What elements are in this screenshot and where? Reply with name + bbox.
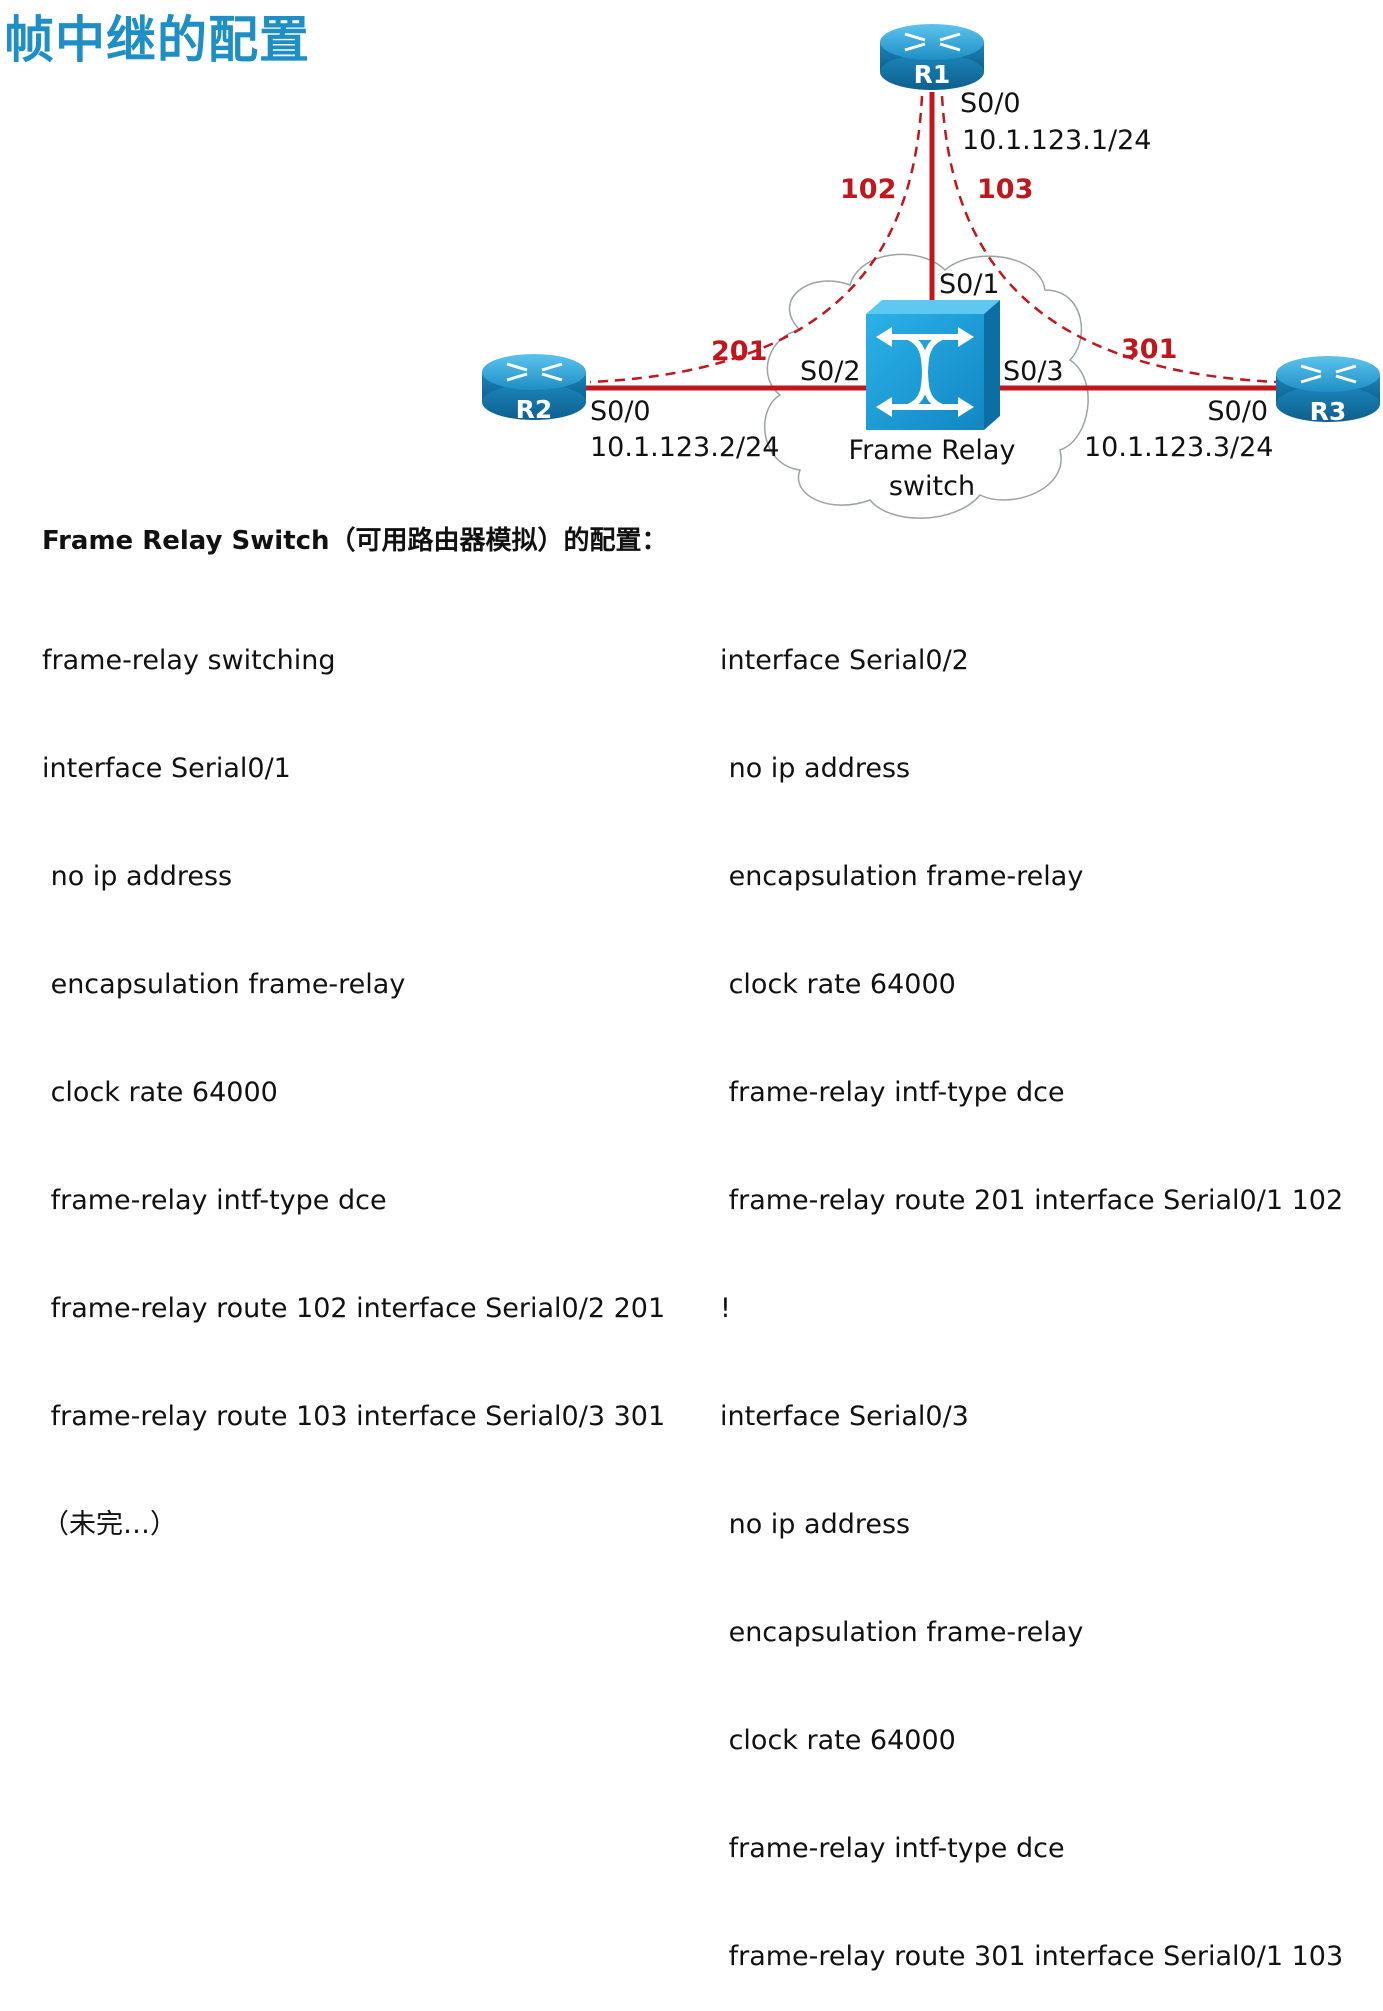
config-line: clock rate 64000	[720, 969, 956, 1000]
config-line: interface Serial0/1	[42, 753, 291, 784]
config-section-heading: Frame Relay Switch（可用路由器模拟）的配置：	[42, 526, 668, 556]
switch-config-right: interface Serial0/2 no ip address encaps…	[720, 571, 1343, 2011]
config-line: frame-relay route 103 interface Serial0/…	[42, 1401, 666, 1432]
switch-port-s0-2: S0/2	[800, 356, 861, 387]
config-line: !	[720, 1293, 731, 1324]
switch-port-s0-1: S0/1	[939, 269, 1000, 300]
frame-relay-topology-diagram: R1 R2 R3 S0/0 10.1.123.1/24 S0/0 10.1.12…	[482, 24, 1380, 519]
config-line: frame-relay intf-type dce	[42, 1185, 387, 1216]
r1-interface-label: S0/0	[960, 88, 1021, 119]
router-r3-label: R3	[1310, 397, 1347, 426]
page-title: 帧中继的配置	[4, 11, 310, 69]
config-line: frame-relay route 301 interface Serial0/…	[720, 1941, 1344, 1972]
config-line: encapsulation frame-relay	[720, 1617, 1084, 1648]
pvc-r1-r2	[589, 95, 924, 384]
config-line: frame-relay intf-type dce	[720, 1833, 1065, 1864]
switch-label-line2: switch	[889, 471, 975, 502]
switch-port-s0-3: S0/3	[1003, 356, 1064, 387]
router-r2-icon: R2	[482, 354, 586, 424]
config-line: frame-relay switching	[42, 645, 336, 676]
switch-label-line1: Frame Relay	[849, 435, 1016, 466]
r1-ip-label: 10.1.123.1/24	[962, 125, 1151, 156]
config-line: clock rate 64000	[720, 1725, 956, 1756]
dlci-102: 102	[840, 174, 896, 205]
router-r3-icon: R3	[1276, 356, 1380, 426]
config-line: frame-relay intf-type dce	[720, 1077, 1065, 1108]
r2-interface-label: S0/0	[590, 396, 651, 427]
dlci-103: 103	[977, 174, 1033, 205]
config-line: frame-relay route 102 interface Serial0/…	[42, 1293, 666, 1324]
config-line: no ip address	[720, 1509, 911, 1540]
dlci-201: 201	[711, 336, 767, 367]
config-line: （未完…）	[42, 1509, 177, 1540]
config-line: frame-relay route 201 interface Serial0/…	[720, 1185, 1344, 1216]
switch-config-left: frame-relay switching interface Serial0/…	[42, 571, 665, 1579]
router-r1-icon: R1	[880, 24, 984, 90]
router-r2-label: R2	[516, 395, 553, 424]
pvc-r1-r3	[940, 95, 1279, 384]
config-line: interface Serial0/3	[720, 1401, 969, 1432]
config-line: encapsulation frame-relay	[42, 969, 406, 1000]
r3-ip-label: 10.1.123.3/24	[1084, 432, 1273, 463]
config-line: interface Serial0/2	[720, 645, 969, 676]
config-line: no ip address	[720, 753, 911, 784]
config-line: clock rate 64000	[42, 1077, 278, 1108]
config-line: encapsulation frame-relay	[720, 861, 1084, 892]
r2-ip-label: 10.1.123.2/24	[590, 432, 779, 463]
config-line: no ip address	[42, 861, 233, 892]
router-r1-label: R1	[914, 60, 951, 89]
dlci-301: 301	[1121, 334, 1177, 365]
r3-interface-label: S0/0	[1207, 396, 1268, 427]
frame-relay-switch-icon	[866, 300, 1000, 430]
